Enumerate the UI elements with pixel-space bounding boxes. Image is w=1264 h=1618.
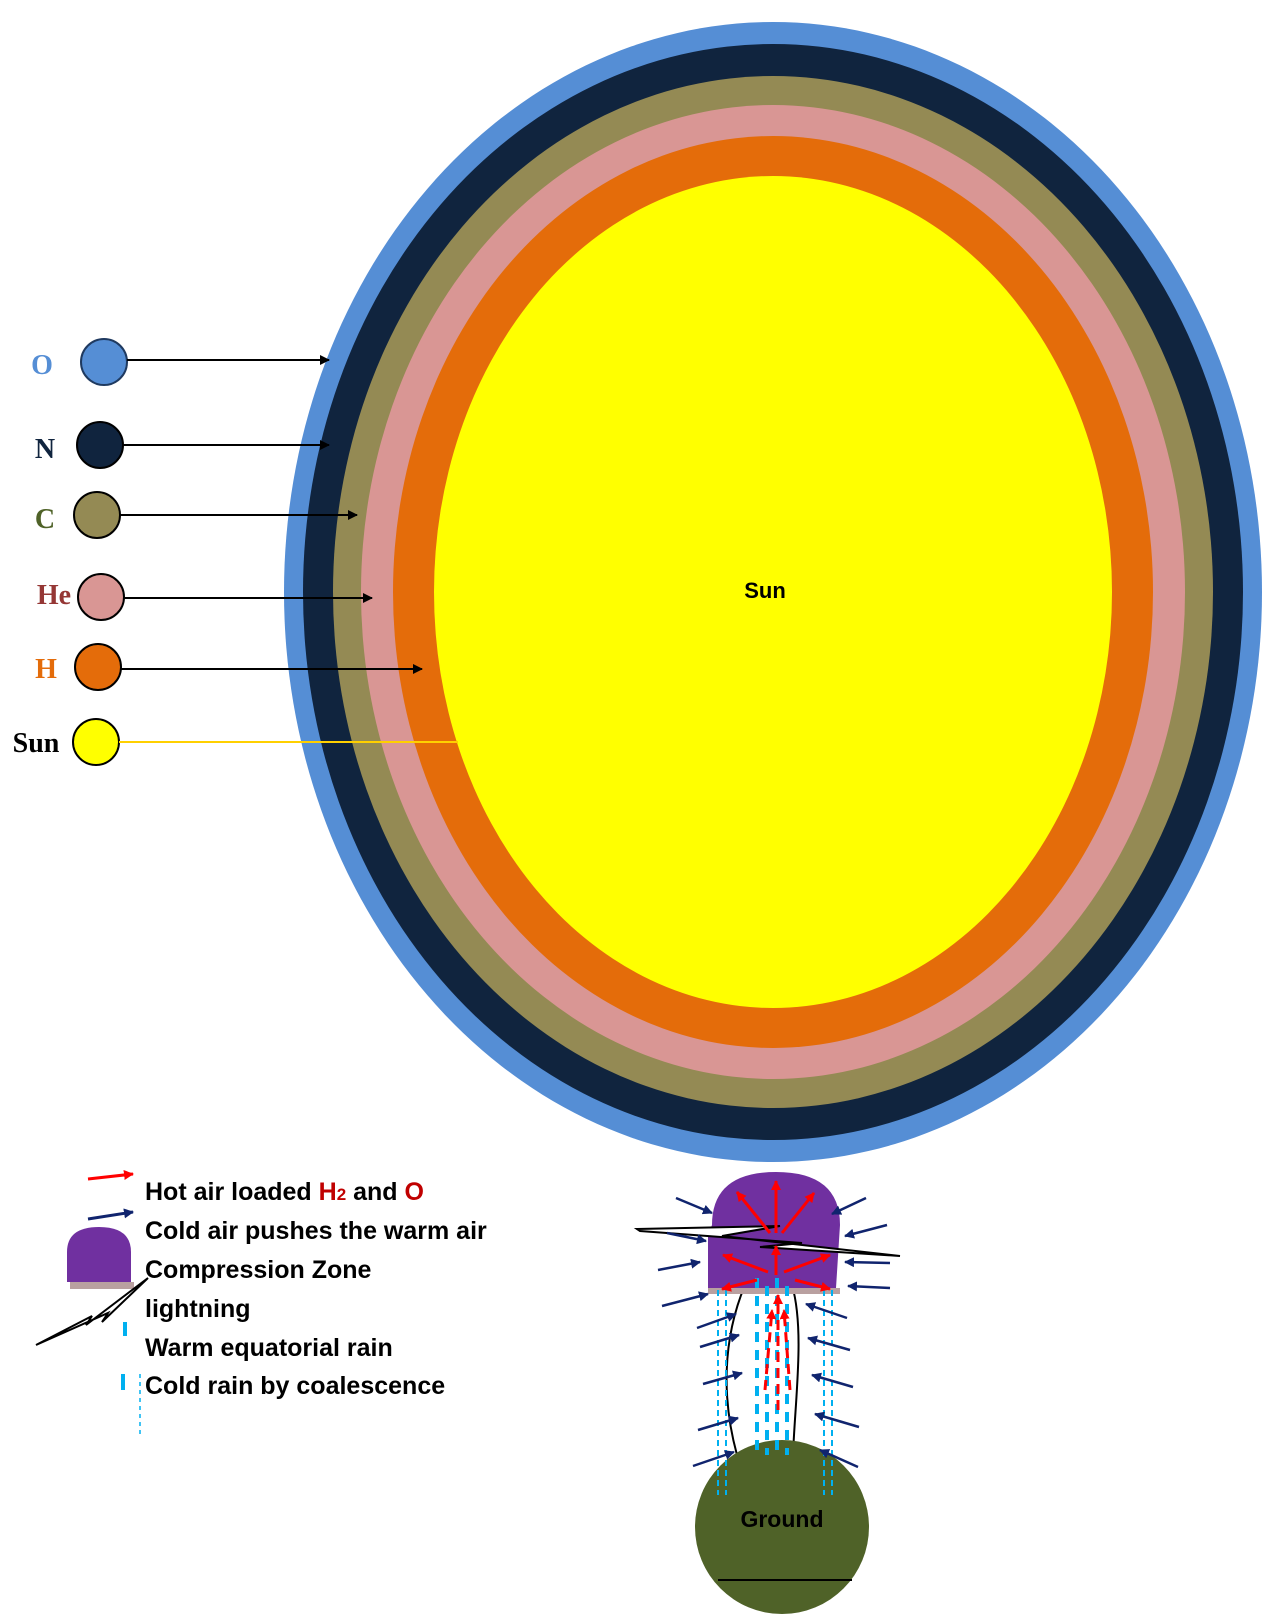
legend-cold-air-arrow	[88, 1212, 133, 1219]
ground-label: Ground	[740, 1506, 823, 1532]
cold-air-arrow	[676, 1198, 712, 1213]
legend-warm-rain-text: Warm equatorial rain	[145, 1334, 393, 1362]
key-label-c: C	[35, 504, 55, 535]
legend-hot-air-arrow	[88, 1174, 133, 1179]
legend-compression-icon	[67, 1227, 131, 1282]
cold-air-arrow	[815, 1414, 859, 1427]
cold-air-arrow	[698, 1418, 738, 1430]
key-label-n: N	[35, 434, 55, 465]
storm-scene: Ground	[637, 1172, 900, 1614]
key-circle-sun	[73, 719, 119, 765]
cold-air-arrow	[658, 1262, 700, 1270]
cold-air-arrow	[845, 1225, 887, 1236]
legend-cold-rain-text: Cold rain by coalescence	[145, 1372, 445, 1400]
cold-air-arrow	[845, 1262, 890, 1263]
cold-air-arrow	[848, 1286, 890, 1288]
cold-air-arrow	[806, 1304, 847, 1318]
legend-lightning-text: lightning	[145, 1295, 251, 1323]
key-label-he: He	[37, 580, 71, 611]
legend: Hot air loaded H2 and O Cold air pushes …	[36, 1174, 487, 1438]
legend-hot-air-text: Hot air loaded H2 and O	[145, 1178, 424, 1206]
legend-compression-text: Compression Zone	[145, 1256, 372, 1284]
legend-cold-air-text: Cold air pushes the warm air	[145, 1217, 487, 1245]
key-label-o: O	[31, 350, 53, 381]
key-label-h: H	[35, 654, 57, 685]
legend-hot-air-and: and	[346, 1178, 404, 1206]
legend-hot-air-h: H	[319, 1178, 337, 1206]
key-circle-h	[75, 644, 121, 690]
updraft-column-left-edge	[727, 1285, 745, 1455]
legend-hot-air-h-sub: 2	[337, 1185, 346, 1204]
updraft-column-right-edge	[792, 1285, 799, 1455]
cold-air-arrow	[662, 1294, 708, 1306]
sun-core-label: Sun	[744, 578, 786, 603]
key-circle-c	[74, 492, 120, 538]
key-circle-he	[78, 574, 124, 620]
legend-compression-base	[70, 1282, 134, 1289]
legend-hot-air-o: O	[405, 1178, 424, 1206]
key-circle-n	[77, 422, 123, 468]
cold-air-arrow	[808, 1338, 850, 1350]
cold-air-arrow	[703, 1373, 742, 1384]
key-label-sun: Sun	[13, 728, 60, 759]
cold-air-arrow	[697, 1314, 736, 1328]
key-circle-o	[81, 339, 127, 385]
cold-air-arrow	[700, 1335, 739, 1347]
legend-hot-air-prefix: Hot air loaded	[145, 1178, 319, 1206]
